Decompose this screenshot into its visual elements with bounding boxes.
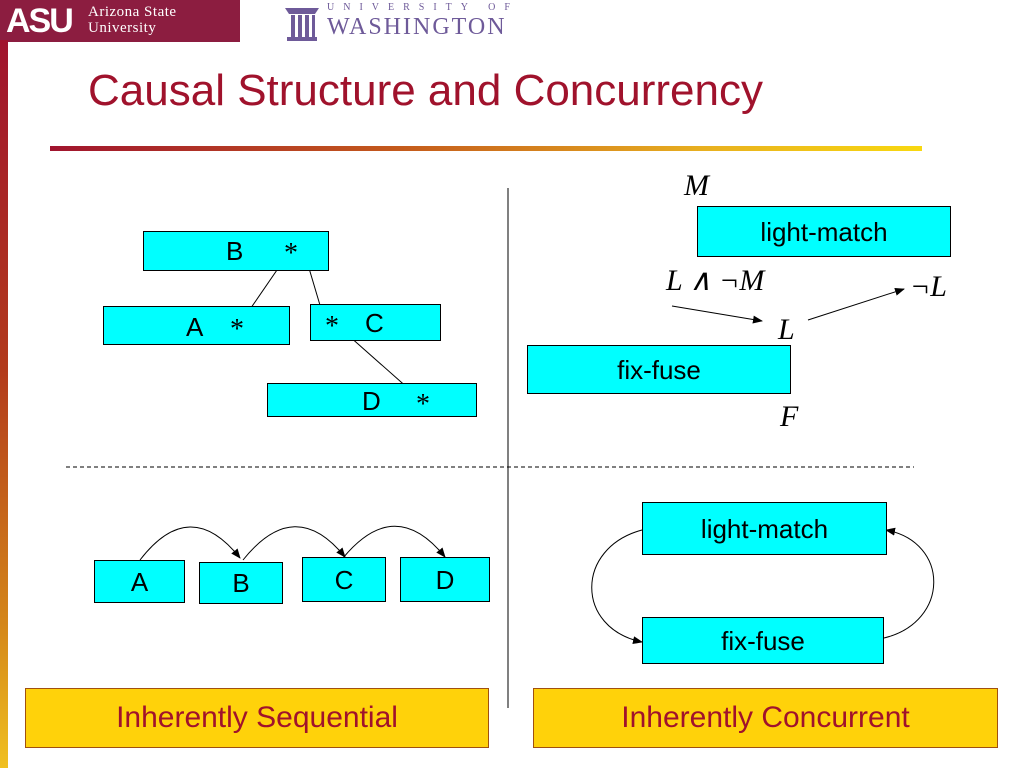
action-box-fix-fuse-bottom-label: fix-fuse — [721, 625, 805, 656]
label-l: L — [778, 313, 795, 346]
action-box-a-marker: * — [230, 314, 244, 345]
title-divider — [50, 146, 922, 151]
action-box-c: * C — [310, 304, 441, 341]
action-box-c-label: C — [365, 308, 384, 338]
caption-inherently-sequential-text: Inherently Sequential — [116, 701, 398, 734]
sequential-box-d: D — [400, 557, 490, 602]
action-box-a-label: A — [186, 312, 204, 342]
sequential-box-b: B — [199, 562, 283, 604]
asu-name: Arizona State University — [88, 4, 177, 36]
action-box-fix-fuse-bottom: fix-fuse — [642, 617, 884, 664]
arc-a-to-b — [139, 526, 241, 561]
action-box-fix-fuse-top-label: fix-fuse — [617, 354, 701, 385]
sequential-box-a-label: A — [130, 566, 149, 597]
action-box-light-match-top-label: light-match — [760, 216, 888, 247]
action-box-c-marker: * — [325, 311, 339, 342]
caption-inherently-concurrent-text: Inherently Concurrent — [621, 701, 910, 734]
caption-inherently-concurrent: Inherently Concurrent — [533, 688, 998, 748]
uw-line2: WASHINGTON — [327, 14, 507, 40]
sequential-box-c: C — [302, 557, 386, 602]
action-box-light-match-top: light-match — [697, 206, 951, 257]
asu-name-line2: University — [88, 20, 157, 36]
uw-column-icon — [285, 8, 319, 41]
action-box-b-label: B — [226, 236, 244, 266]
action-box-light-match-bottom: light-match — [642, 502, 887, 555]
asu-mark: ASU — [6, 2, 74, 40]
label-not-l: ¬L — [910, 270, 947, 303]
sequential-box-c-label: C — [334, 564, 354, 595]
action-box-d-marker: * — [416, 389, 430, 420]
arrow-formula-to-l — [671, 305, 763, 324]
action-box-fix-fuse-top: fix-fuse — [527, 345, 791, 394]
formula-l-and-not-m: L ∧ ¬M — [666, 264, 765, 297]
sequential-box-a: A — [94, 560, 185, 603]
label-m: M — [684, 169, 709, 202]
action-box-a: A * — [103, 306, 290, 345]
sequential-box-b-label: B — [232, 568, 250, 598]
asu-logo: ASU Arizona State University — [0, 0, 240, 42]
uw-logo: UNIVERSITY OF WASHINGTON — [275, 0, 555, 44]
asu-name-line1: Arizona State — [88, 4, 177, 20]
action-box-b: B * — [143, 231, 329, 271]
action-box-d: D * — [267, 383, 477, 420]
arc-light-match-to-fix-fuse — [591, 529, 643, 645]
action-box-b-marker: * — [284, 238, 298, 269]
sequential-box-d-label: D — [435, 564, 455, 595]
left-accent-bar — [0, 40, 8, 768]
arc-c-to-d — [342, 525, 446, 559]
arc-b-to-c — [242, 526, 346, 561]
action-box-light-match-bottom-label: light-match — [700, 513, 829, 544]
action-box-d-label: D — [362, 386, 381, 416]
uw-line1: UNIVERSITY OF — [327, 2, 519, 13]
label-f: F — [780, 400, 799, 433]
slide-title: Causal Structure and Concurrency — [88, 66, 763, 115]
arrow-l-to-not-l — [807, 287, 905, 321]
caption-inherently-sequential: Inherently Sequential — [25, 688, 489, 748]
arc-fix-fuse-to-light-match — [883, 527, 935, 639]
